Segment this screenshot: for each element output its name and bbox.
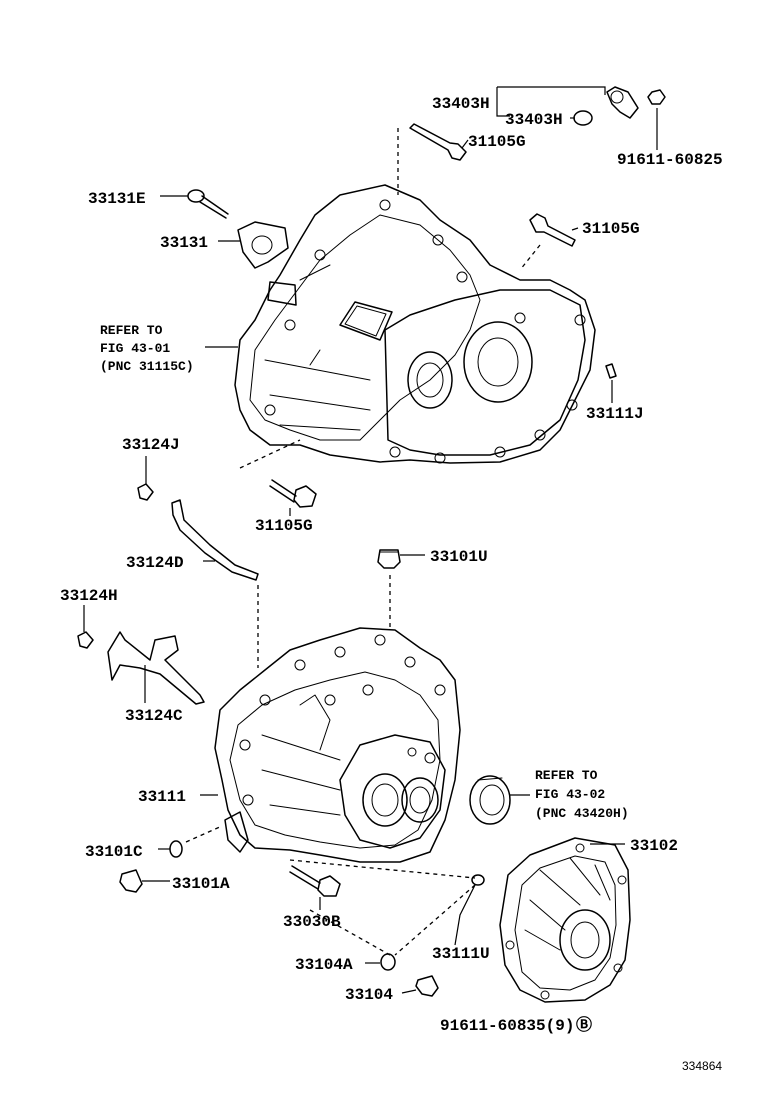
label-31105g-right: 31105G: [582, 220, 640, 238]
figure-id: 334864: [682, 1059, 722, 1073]
label-33124j: 33124J: [122, 436, 180, 454]
label-33111j: 33111J: [586, 405, 644, 423]
label-33111: 33111: [138, 788, 186, 806]
label-31105g-top: 31105G: [468, 133, 526, 151]
label-33104a: 33104A: [295, 956, 353, 974]
label-33403h-bracket: 33403H: [432, 95, 490, 113]
case-cover-drawing: [499, 837, 631, 1003]
ref-note-2-line1: REFER TO: [535, 768, 598, 783]
label-91611-60825: 91611-60825: [617, 151, 723, 169]
transaxle-housing-drawing: [234, 184, 596, 464]
label-33101c: 33101C: [85, 843, 143, 861]
ref-note-2-line3: (PNC 43420H): [535, 806, 629, 821]
label-33104: 33104: [345, 986, 393, 1004]
middle-small-parts: [77, 483, 401, 705]
label-33124d: 33124D: [126, 554, 184, 572]
leader-lines: [83, 86, 658, 994]
lower-small-parts: [119, 840, 485, 997]
label-33101a: 33101A: [172, 875, 230, 893]
ref-note-1-line3: (PNC 31115C): [100, 359, 194, 374]
part-labels: 33403H 33403H 31105G 91611-60825 33131E …: [60, 95, 723, 1073]
label-33124c: 33124C: [125, 707, 183, 725]
label-33124h: 33124H: [60, 587, 118, 605]
ref-note-1-line1: REFER TO: [100, 323, 163, 338]
label-33030b: 33030B: [283, 913, 341, 931]
oil-seal-drawing: [469, 775, 511, 825]
label-33403h-plug: 33403H: [505, 111, 563, 129]
top-small-parts: [187, 86, 666, 508]
label-91611-60835: 91611-60835(9): [440, 1017, 574, 1035]
label-33131: 33131: [160, 234, 208, 252]
circle-b-mark: Ⓑ: [576, 1015, 592, 1035]
label-33131e: 33131E: [88, 190, 146, 208]
transmission-case-drawing: [214, 627, 461, 863]
label-31105g-mid: 31105G: [255, 517, 313, 535]
label-33102: 33102: [630, 837, 678, 855]
ref-note-1-line2: FIG 43-01: [100, 341, 170, 356]
label-33101u: 33101U: [430, 548, 488, 566]
ref-note-2-line2: FIG 43-02: [535, 787, 605, 802]
label-33111u: 33111U: [432, 945, 490, 963]
